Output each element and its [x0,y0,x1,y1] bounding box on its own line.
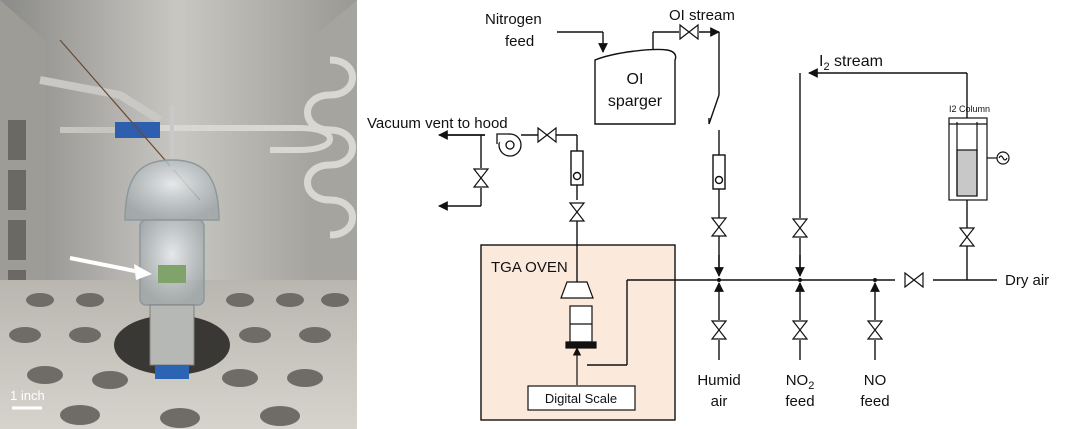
humid-air-label-2: air [711,393,728,410]
floor-holes [9,293,349,428]
process-diagram: TGA OVEN Digital Scale Vacuum vent to ho… [367,7,1049,421]
oi-stream-line [652,31,726,268]
nitrogen-feed-label-2: feed [505,33,534,50]
i2-line-valve [792,218,808,238]
i2-stream-label: I2 stream [819,53,883,73]
no2-feed-label-2: feed [785,393,814,410]
oi-sparger-vessel [594,48,677,125]
vacuum-pump [496,133,522,157]
no2-feed-label-sub: 2 [808,380,814,392]
no2-feed-valve [792,320,808,340]
vacuum-vent-label: Vacuum vent to hood [367,115,508,132]
no-feed-label-2: feed [860,393,889,410]
arrow-pointer [69,256,152,280]
balance-assembly [560,281,597,349]
feed-lines [718,300,876,360]
no-feed-label-1: NO [864,372,887,389]
nitrogen-feed-line [557,31,608,53]
no-feed-valve [867,320,883,340]
oi-stream-label: OI stream [669,7,735,24]
dry-air-valve [904,272,924,288]
oi-sparger-label-1: OI [627,71,644,88]
junction-dots [717,278,877,282]
vacuum-vent-lines [438,130,485,211]
glass-bell-jar [124,105,220,379]
vacuum-valve [537,127,557,143]
i2-column-valve [959,227,975,247]
nitrogen-feed-label-1: Nitrogen [485,11,542,28]
humid-air-label-1: Humid [697,372,740,389]
oi-switch [708,94,720,125]
i2-stream-label-suffix: stream [830,53,883,70]
i2-column-label: I2 Column [949,104,990,114]
no2-feed-label-prefix: NO [786,372,809,389]
digital-scale-box [527,385,636,411]
tga-oven-label: TGA OVEN [491,259,568,276]
apparatus-photo: 1 inch [0,0,357,429]
no2-feed-label: NO2 [786,372,815,392]
i2-stream-line [799,68,968,280]
oi-stream-valve [679,24,699,40]
heating-coil [150,56,356,239]
i2-stream-label-prefix: I [819,53,823,70]
oi-sparger-label-2: sparger [608,93,663,110]
bypass-valve [473,168,489,188]
main-header-line [587,279,997,366]
scale-bar-label: 1 inch [10,388,45,403]
i2-stream-label-sub: 2 [823,61,829,73]
humid-air-valve [711,320,727,340]
oi-line-valve [711,217,727,237]
digital-scale-label: Digital Scale [545,391,617,406]
dry-air-label: Dry air [1005,272,1049,289]
oven-vent-valve [569,202,585,222]
i2-column [948,117,1010,201]
